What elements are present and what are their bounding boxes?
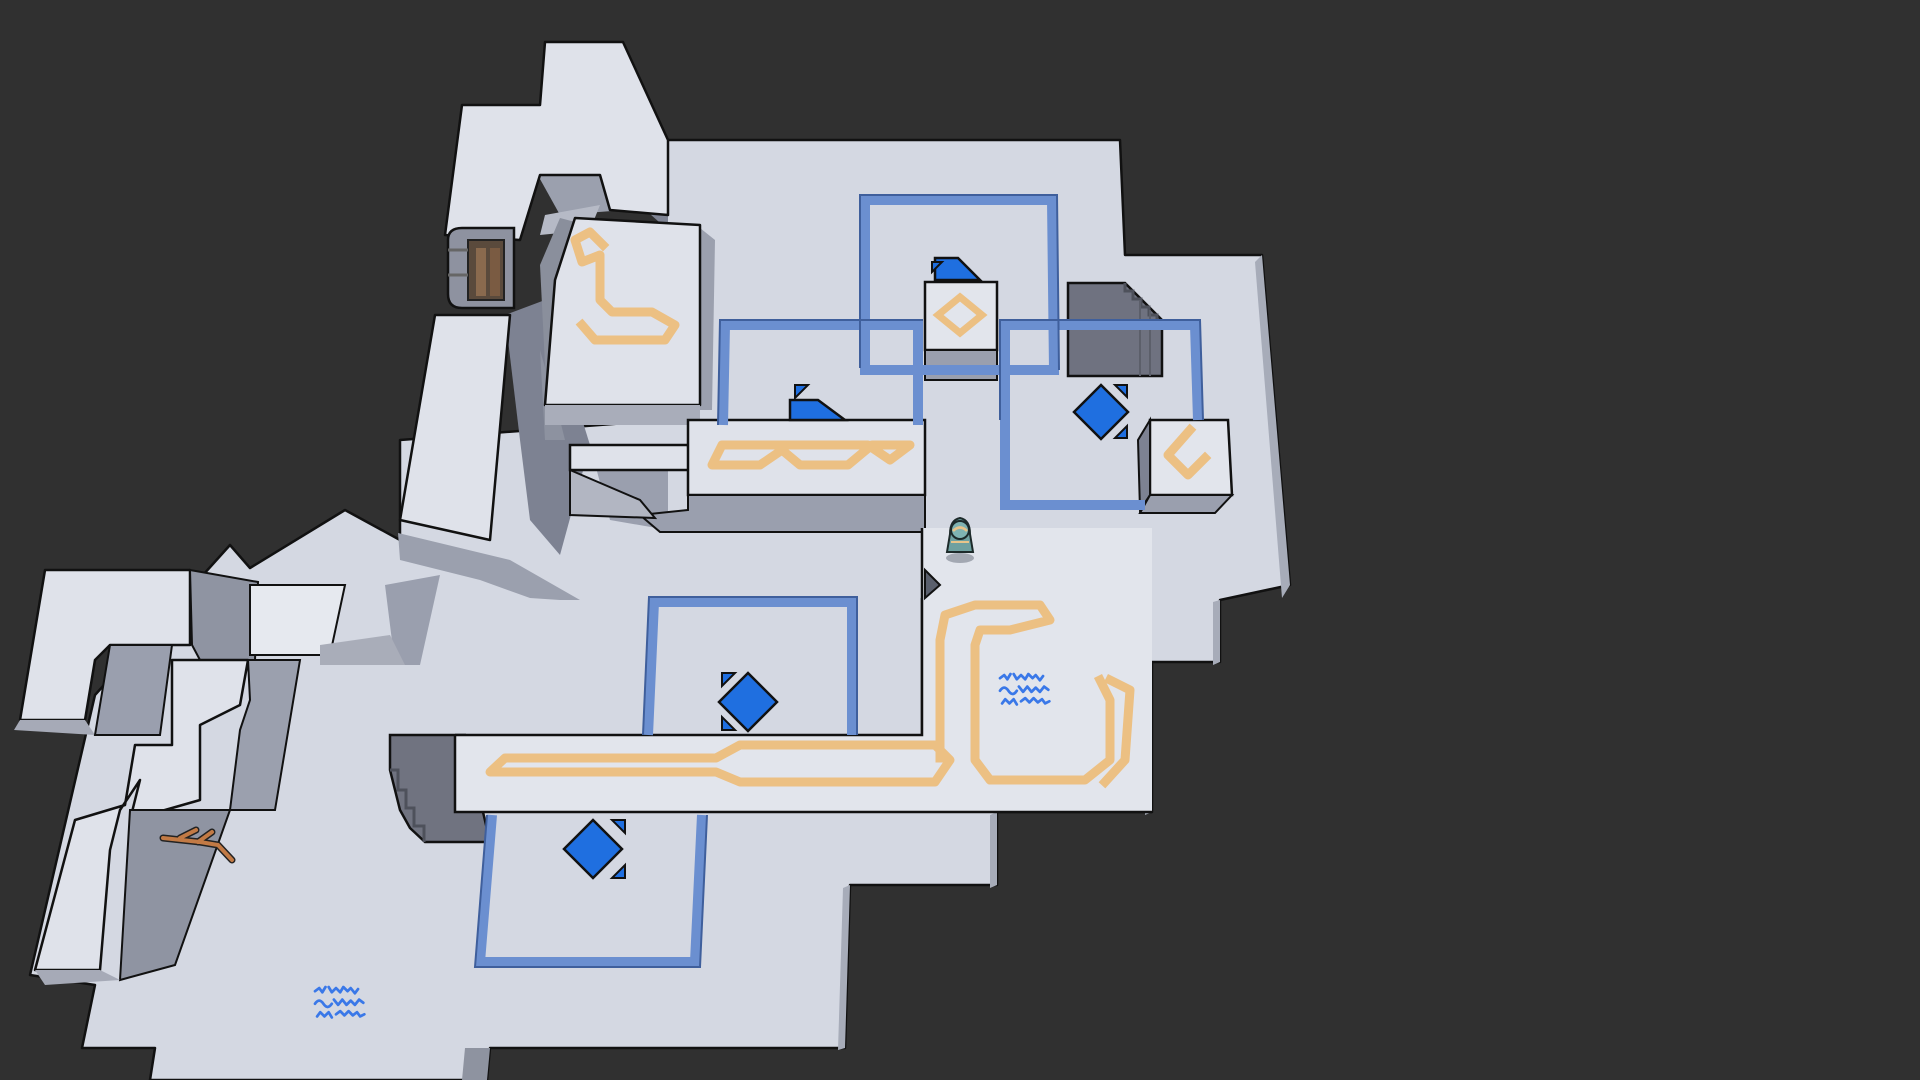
wooden-door-icon[interactable] — [446, 226, 516, 310]
blue-diamond-switch-icon[interactable] — [788, 384, 849, 422]
channel-bottom — [474, 814, 707, 967]
raised-block-center — [923, 280, 999, 381]
glyph-long-walkway — [485, 600, 1115, 787]
water-channels — [474, 195, 1203, 967]
blue-diamond-switch-icon[interactable] — [717, 671, 779, 733]
raised-block-right — [1136, 416, 1235, 514]
channel-top-right — [1000, 320, 1203, 510]
channel-top-center — [860, 195, 1060, 375]
glyph-small-right — [1098, 673, 1135, 789]
arrow-marker-icon — [924, 567, 942, 601]
raised-ledge-middle — [568, 418, 927, 533]
channel-middle — [643, 597, 857, 736]
wooden-branch-icon[interactable] — [159, 826, 236, 864]
blue-rune-inscription-icon[interactable] — [313, 985, 366, 1019]
blue-diamond-switch-icon[interactable] — [931, 256, 984, 282]
channel-top-left — [718, 320, 923, 426]
diamond-glyph — [932, 292, 988, 338]
golden-floor-glyphs — [485, 227, 1212, 789]
hooded-player-icon[interactable] — [945, 516, 975, 563]
blue-diamond-switch-icon[interactable] — [562, 818, 626, 880]
raised-block-left — [540, 216, 715, 425]
glyph-hook — [570, 227, 680, 345]
blue-rune-inscription-icon[interactable] — [998, 672, 1051, 706]
glyph-chevron — [1163, 423, 1212, 480]
blue-diamond-switch-icon[interactable] — [1072, 383, 1130, 441]
lower-left-wall — [14, 568, 440, 985]
glyph-chain — [707, 440, 915, 470]
